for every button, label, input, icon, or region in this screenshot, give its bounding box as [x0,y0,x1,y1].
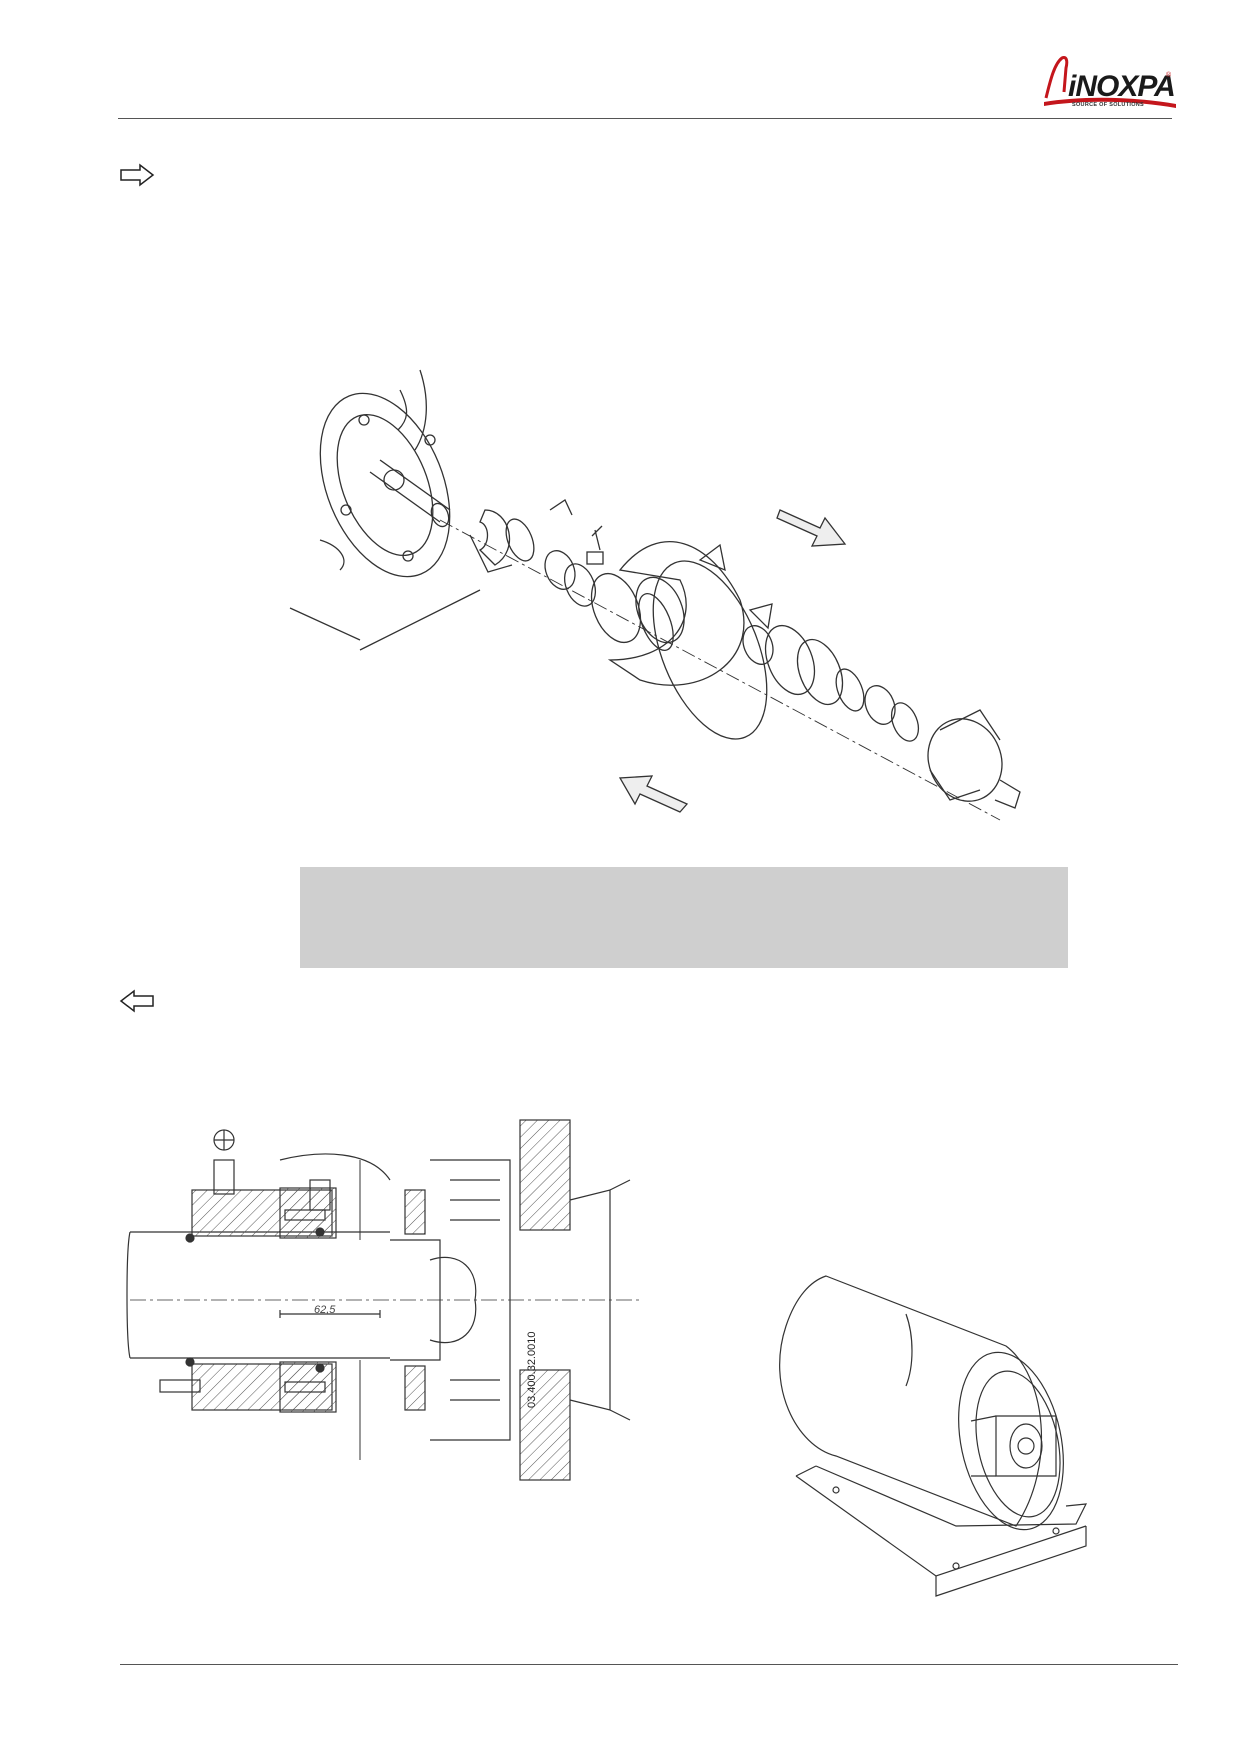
arrow-left-outline-icon [119,989,154,1013]
logo-tagline: SOURCE OF SOLUTIONS [1072,102,1145,108]
header-rule [118,118,1172,119]
pump-motor-isometric-drawing [779,1275,1088,1597]
note-box [300,867,1068,968]
logo-registered-mark: ® [1166,72,1172,79]
brand-logo: iNOXPA ® SOURCE OF SOLUTIONS [1040,52,1180,114]
logo-swoosh [1044,56,1176,108]
part-number-label: 03.400.32.0010 [526,1331,538,1408]
footer-rule [120,1664,1178,1665]
logo-wordmark: iNOXPA [1068,70,1176,103]
arrow-right-outline-icon [120,163,155,187]
exploded-seal-assembly-drawing [289,369,1021,821]
sectional-seal-drawing: 62,5 03.400.32.0010 [126,1119,650,1481]
dimension-label: 62,5 [314,1304,336,1316]
sectional-drawing-lines [126,1119,640,1481]
